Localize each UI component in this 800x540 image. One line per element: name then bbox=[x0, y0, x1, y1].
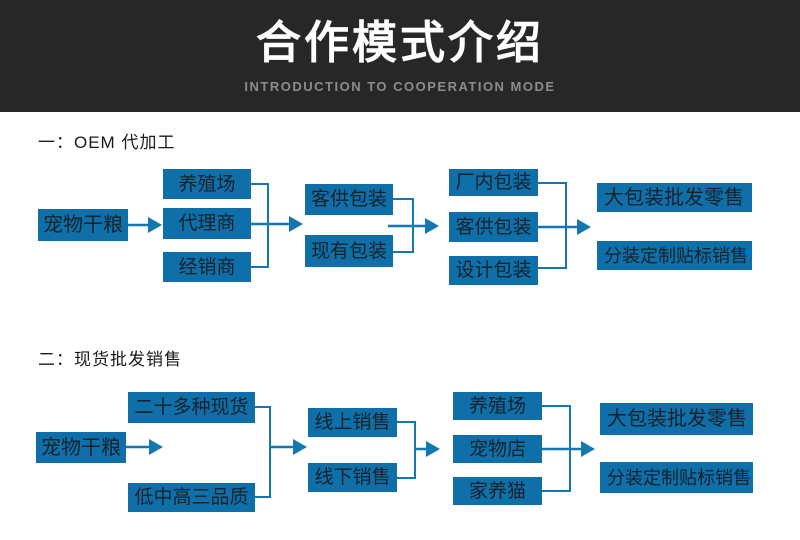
flow-box-s2-stock-variety: 二十多种现货 bbox=[128, 392, 255, 423]
flow-box-s1-channel-farm: 养殖场 bbox=[163, 169, 251, 199]
header-banner: 合作模式介绍 INTRODUCTION TO COOPERATION MODE bbox=[0, 0, 800, 112]
flow-box-s1-pack-design: 设计包装 bbox=[449, 256, 538, 285]
s2-arrow3-head bbox=[426, 441, 440, 457]
flow-box-s1-channel-agent: 代理商 bbox=[163, 208, 251, 239]
flow-box-s2-sales-offline: 线下销售 bbox=[308, 463, 397, 492]
flow-box-s1-pack-customer: 客供包装 bbox=[449, 212, 538, 242]
s1-arrow3-head bbox=[425, 218, 439, 234]
flow-box-s2-buyer-housecat: 家养猫 bbox=[453, 477, 542, 505]
flow-box-s1-packaging-existing: 现有包装 bbox=[305, 235, 393, 267]
flow-box-s2-sales-online: 线上销售 bbox=[308, 408, 397, 437]
section2-heading: 二：现货批发销售 bbox=[38, 350, 182, 369]
flow-box-s1-sales-custom-label: 分装定制贴标销售 bbox=[597, 241, 752, 270]
section1-heading: 一：OEM 代加工 bbox=[38, 133, 176, 152]
flow-box-s2-buyer-farm: 养殖场 bbox=[453, 392, 542, 420]
s2-arrow2-head bbox=[293, 439, 307, 455]
s2-arrow1-head bbox=[149, 439, 163, 455]
s1-bracket1 bbox=[251, 183, 269, 268]
flow-box-s1-pack-factory: 厂内包装 bbox=[449, 169, 538, 196]
s2-bracket2 bbox=[397, 421, 416, 479]
flow-box-s1-source: 宠物干粮 bbox=[38, 209, 128, 241]
flow-box-s2-sales-bulk: 大包装批发零售 bbox=[600, 403, 753, 435]
flow-box-s2-source: 宠物干粮 bbox=[36, 432, 126, 463]
s1-arrow4-head bbox=[577, 219, 591, 235]
flow-box-s2-sales-custom-label: 分装定制贴标销售 bbox=[600, 462, 753, 493]
page-title: 合作模式介绍 bbox=[255, 17, 544, 68]
flow-box-s1-channel-dealer: 经销商 bbox=[163, 252, 251, 282]
flow-box-s1-sales-bulk: 大包装批发零售 bbox=[597, 183, 752, 212]
s1-arrow2-head bbox=[289, 216, 303, 232]
page-subtitle: INTRODUCTION TO COOPERATION MODE bbox=[244, 79, 556, 94]
flow-box-s2-stock-quality: 低中高三品质 bbox=[128, 483, 255, 512]
s2-arrow4-head bbox=[581, 441, 595, 457]
flow-box-s1-packaging-customer: 客供包装 bbox=[305, 184, 393, 215]
s1-arrow1-head bbox=[148, 217, 162, 233]
s1-bracket3 bbox=[538, 182, 567, 269]
s2-bracket1 bbox=[255, 406, 271, 498]
flow-box-s2-buyer-petshop: 宠物店 bbox=[453, 435, 542, 463]
